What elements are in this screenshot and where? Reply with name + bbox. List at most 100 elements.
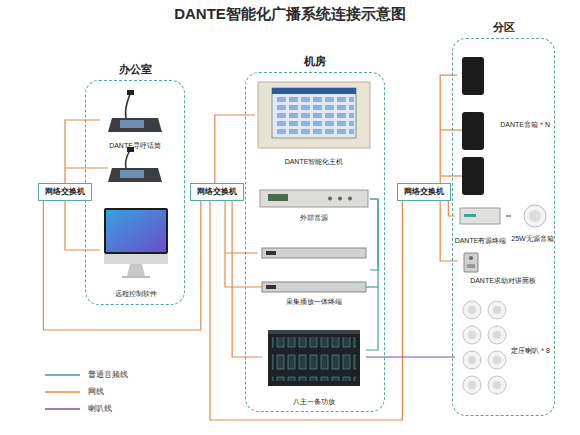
node-label: DANTE有源终端 <box>455 237 507 245</box>
node-label: DANTE求助对讲面板 <box>470 277 536 285</box>
speaker-box <box>462 157 484 195</box>
horn-speaker <box>463 326 481 344</box>
monitor-foot <box>122 276 150 278</box>
node-label: 网络交换机 <box>197 188 237 196</box>
horn-speaker <box>488 301 506 319</box>
wall-speakers <box>462 57 484 195</box>
playback-terminal <box>262 248 366 292</box>
rack-unit <box>262 282 366 292</box>
rack-unit <box>262 248 366 258</box>
panel-button <box>467 264 475 268</box>
legend-text: 普通音频线 <box>88 370 128 380</box>
node-label: 网络交换机 <box>404 188 444 196</box>
cable-line <box>65 201 100 250</box>
cable-line <box>366 199 378 350</box>
unit-knob <box>348 197 352 201</box>
rack-unit <box>260 190 368 207</box>
unit-knob <box>338 197 342 201</box>
device-node: 定压喇叭＊8 <box>455 295 552 407</box>
network-wire <box>65 167 108 168</box>
audio-source-unit <box>260 190 368 207</box>
node-label: 采集播放一体终端 <box>286 298 342 306</box>
panel-speaker <box>469 256 473 260</box>
horn-grille <box>493 381 501 389</box>
horn-speaker <box>488 351 506 369</box>
node-label: 外部音源 <box>300 214 328 222</box>
monitor-screen <box>106 210 166 252</box>
mic-screen <box>120 120 144 128</box>
device-node: DANTE有源终端 <box>455 205 506 245</box>
cable-line <box>506 215 511 216</box>
device-node: DANTE求助对讲面板 <box>458 250 548 285</box>
host-frame <box>258 82 370 148</box>
cable-line <box>232 201 262 357</box>
switch-box: 网络交换机 <box>397 183 451 201</box>
device-node: 25W无源音箱 <box>511 203 554 243</box>
audio-wire <box>366 286 378 287</box>
unit-display <box>268 194 288 201</box>
speaker-box <box>462 112 484 150</box>
amplifier-chassis <box>268 330 360 386</box>
node-label: 远程控制软件 <box>115 290 157 298</box>
unit-knob <box>328 197 332 201</box>
device-node: DANTE音箱＊N <box>457 52 552 198</box>
node-label: 网络交换机 <box>45 188 85 196</box>
monitor-stand <box>127 264 145 276</box>
zone-group: 机房DANTE智能化主机外部音源采集播放一体终端八主一备功放 <box>245 72 385 412</box>
device-node: 外部音源 <box>258 188 370 222</box>
legend-text: 喇叭线 <box>88 404 112 414</box>
cable-line <box>215 115 255 183</box>
legend-line <box>45 391 80 393</box>
host-screen <box>272 88 356 138</box>
node-label: DANTE寻呼话筒 <box>109 142 161 150</box>
horn-grille <box>468 356 476 364</box>
horn-grille <box>493 306 501 314</box>
horn-speaker <box>488 326 506 344</box>
cable-line <box>225 201 258 253</box>
horn-grille <box>493 356 501 364</box>
node-label: DANTE音箱＊N <box>500 121 550 129</box>
node-label: DANTE智能化主机 <box>285 158 344 166</box>
cable-line <box>440 201 458 261</box>
network-wire <box>440 129 462 130</box>
mic-base <box>108 118 162 132</box>
horn-speaker <box>463 301 481 319</box>
cable-line <box>65 120 100 183</box>
host-screen-header <box>272 88 356 94</box>
active-terminal <box>460 208 500 224</box>
computer-monitor <box>104 208 168 278</box>
legend-text: 网线 <box>88 387 104 397</box>
node-label: 八主一备功放 <box>293 398 335 406</box>
mic-neck <box>125 150 130 168</box>
terminal-strip <box>464 214 476 217</box>
group-heading: 机房 <box>246 54 384 69</box>
group-heading: 办公室 <box>86 62 184 77</box>
device-node: 远程控制软件 <box>100 205 172 298</box>
horn-speaker <box>463 376 481 394</box>
node-label: 定压喇叭＊8 <box>511 347 550 355</box>
horn-speaker <box>488 376 506 394</box>
host-panel <box>258 82 370 148</box>
host-screen-grid <box>274 97 354 135</box>
network-wire <box>440 175 462 176</box>
horn-speakers <box>463 301 506 394</box>
terminal-box <box>460 208 500 224</box>
unit-display <box>266 251 276 255</box>
device-node: DANTE智能化主机 <box>255 80 373 166</box>
horn-speaker <box>463 351 481 369</box>
horn-grille <box>493 331 501 339</box>
switch-box: 网络交换机 <box>38 183 92 201</box>
cable-line <box>43 201 200 330</box>
device-node: 八主一备功放 <box>262 328 366 406</box>
legend-line <box>45 374 80 376</box>
mic-head <box>127 90 134 95</box>
horn-grille <box>468 381 476 389</box>
cable-line <box>370 199 378 270</box>
amp-body <box>268 330 360 386</box>
legend-samples <box>45 375 80 409</box>
horn-grille <box>468 331 476 339</box>
speaker-grille <box>529 210 541 222</box>
group-heading: 分区 <box>453 20 554 35</box>
